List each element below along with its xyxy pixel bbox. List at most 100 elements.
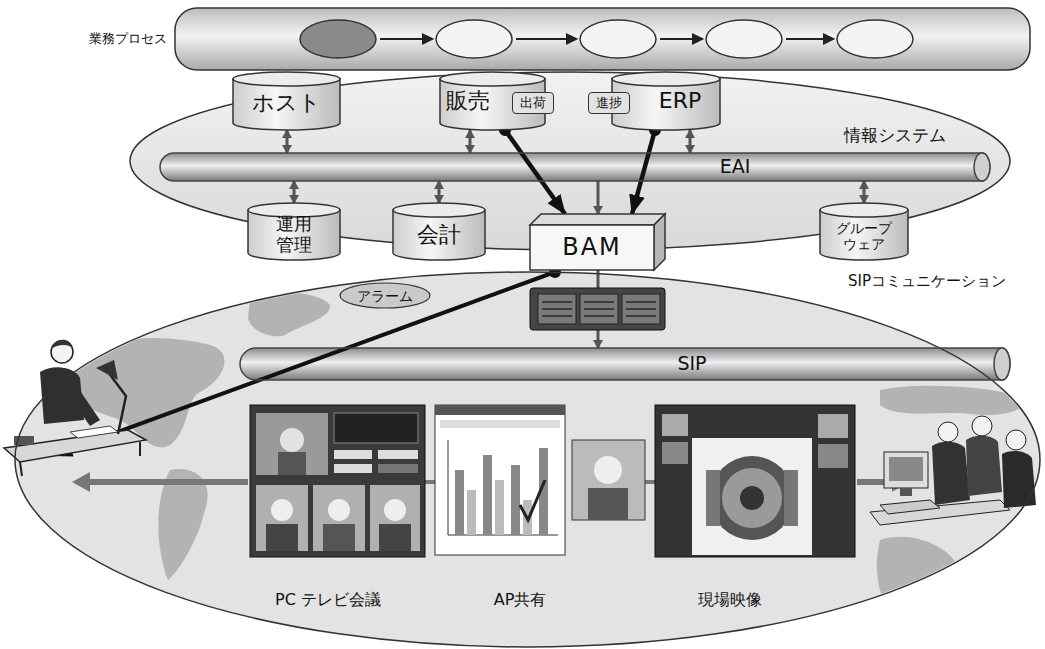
node-outline	[15, 272, 1040, 647]
team-at-computer	[1006, 430, 1026, 450]
video-conference-screen	[378, 464, 418, 473]
video-conference-screen	[280, 428, 304, 452]
video-conference-screen	[334, 413, 418, 443]
office-worker	[96, 360, 118, 380]
world-map	[158, 469, 207, 580]
system-region: 情報システムホスト販売出荷ERP進捗EAI運用 管理会計BAMグループ ウェア	[130, 72, 1010, 250]
server-rack	[626, 301, 656, 303]
process-band	[380, 35, 833, 44]
node-label: 業務プロセス	[89, 32, 167, 47]
database-cylinder: ホスト	[233, 72, 340, 130]
node-label: アラーム	[357, 287, 413, 303]
shared-application-screen	[495, 480, 504, 535]
shared-application-screen	[467, 490, 476, 535]
video-conference-screen	[370, 485, 420, 551]
server-rack	[542, 302, 656, 316]
node-label: 販売	[446, 88, 490, 113]
node-outline	[240, 348, 1010, 380]
team-at-computer	[870, 416, 1036, 525]
process-band	[824, 35, 833, 44]
video-conference-screen	[328, 499, 350, 521]
node-outline	[654, 214, 665, 270]
team-at-computer	[972, 416, 992, 436]
process-band	[786, 38, 825, 40]
data-flow-arrow	[505, 130, 565, 214]
site-video-screen	[818, 414, 848, 438]
status-tag: 進捗	[588, 92, 630, 114]
video-conference-screen	[384, 499, 406, 521]
video-conference-screen	[256, 485, 308, 551]
site-video-screen	[722, 468, 782, 528]
video-conference-screen	[271, 499, 293, 521]
link-arrow	[597, 181, 600, 214]
team-at-computer	[884, 452, 928, 488]
alarm-oval: アラーム	[340, 283, 430, 308]
node-outline	[820, 203, 908, 217]
link-arrow	[469, 130, 472, 153]
team-at-computer	[889, 457, 923, 481]
node-outline	[340, 283, 430, 308]
team-at-computer	[966, 436, 1002, 496]
office-worker	[4, 340, 146, 476]
team-at-computer	[880, 500, 940, 514]
process-band	[380, 38, 424, 40]
site-video-screen	[784, 470, 798, 526]
site-video-screen	[662, 442, 688, 464]
link-arrow	[286, 130, 289, 153]
shared-application-screen	[435, 405, 565, 415]
node-label: PC テレビ会議	[275, 591, 381, 609]
process-band	[300, 20, 376, 58]
site-video-screen	[662, 414, 688, 436]
video-conference-screen	[334, 464, 372, 473]
office-worker	[68, 385, 100, 426]
process-band	[567, 35, 576, 44]
office-worker	[139, 442, 141, 456]
site-video-screen	[710, 456, 794, 540]
network-ground	[15, 272, 1040, 647]
site-video-screen	[818, 444, 848, 468]
shared-application-screen	[594, 456, 622, 484]
node-outline	[530, 214, 665, 225]
bus-pipe: SIP	[240, 348, 1010, 380]
world-map	[59, 293, 1026, 630]
bus-pipe: EAI	[160, 153, 990, 181]
screen-panel: 現場映像	[655, 405, 855, 557]
screen-panel: PC テレビ会議	[250, 405, 425, 557]
server-rack	[626, 315, 656, 317]
server-rack	[622, 294, 660, 324]
shared-application-screen	[483, 455, 492, 535]
node-outline	[612, 72, 720, 86]
video-conference-screen	[334, 450, 372, 459]
database-cylinder: 運用 管理	[248, 203, 340, 260]
link-arrow	[863, 181, 866, 203]
process-band	[660, 38, 694, 40]
node-outline	[160, 153, 990, 181]
server-rack	[530, 288, 665, 330]
server-rack	[542, 308, 572, 310]
video-conference-screen	[256, 413, 328, 475]
process-band	[837, 20, 913, 58]
share-arrows	[72, 472, 90, 492]
bus-pipe-fill	[240, 348, 1010, 380]
process-band	[580, 20, 656, 58]
node-outline	[160, 153, 990, 181]
bam-box: BAM	[530, 214, 665, 270]
shared-application-screen	[435, 405, 645, 555]
node-label: EAI	[720, 156, 751, 178]
office-worker	[70, 426, 118, 438]
shared-application-screen	[588, 488, 628, 520]
office-worker	[20, 462, 22, 476]
process-band	[516, 38, 568, 40]
node-label: SIPコミュニケーション	[848, 273, 1006, 290]
video-conference-screen	[250, 405, 425, 557]
node-outline	[175, 8, 1030, 70]
process-band: 業務プロセス	[175, 8, 1030, 70]
bus-pipe-fill	[160, 153, 1010, 380]
process-band	[423, 35, 432, 44]
node-outline	[440, 72, 545, 86]
shared-application-screen	[572, 440, 645, 520]
server-rack	[542, 315, 572, 317]
server-rack	[584, 301, 614, 303]
server-rack	[538, 294, 576, 324]
